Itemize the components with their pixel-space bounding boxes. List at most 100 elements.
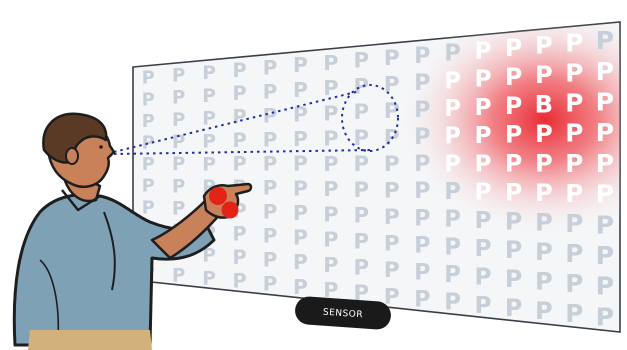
grid-letter: P [323, 127, 338, 151]
grid-letter: P [596, 26, 614, 55]
grid-letter: P [354, 254, 370, 279]
grid-letter: P [263, 129, 277, 152]
grid-letter: P [232, 270, 246, 293]
touch-dot-upper [209, 187, 227, 205]
grid-letter: P [596, 149, 614, 178]
grid-letter: P [263, 57, 277, 80]
grid-letter: P [384, 152, 400, 177]
grid-letter: P [384, 46, 400, 71]
grid-letter: P [535, 150, 553, 178]
grid-letter: P [444, 179, 461, 205]
grid-letter: P [232, 152, 246, 175]
grid-letter: P [172, 65, 185, 86]
grid-letter: P [293, 226, 308, 250]
grid-letter: P [354, 203, 370, 228]
grid-letter: P [293, 127, 308, 151]
grid-letter: P [384, 258, 400, 283]
grid-letter: P [384, 179, 400, 204]
grid-letter: P [323, 177, 338, 201]
grid-letter: P [475, 207, 492, 234]
grid-letter: P [505, 150, 522, 178]
grid-letter: P [384, 231, 400, 256]
grid-letter: P [414, 124, 430, 150]
grid-letter: P [535, 297, 553, 325]
grid-letter: P [293, 78, 308, 102]
grid-letter: P [565, 28, 583, 57]
grid-letter: P [444, 96, 461, 122]
grid-letter: P [505, 34, 522, 62]
grid-letter: P [263, 273, 277, 296]
grid-letter: P [142, 112, 155, 132]
grid-letter: P [505, 236, 522, 264]
grid-letter: P [142, 90, 155, 110]
grid-letter: P [202, 86, 216, 107]
grid-letter: P [293, 102, 308, 126]
grid-letter: P [172, 110, 185, 131]
grid-letter: P [505, 121, 522, 149]
grid-letter: P [596, 180, 614, 209]
grid-letter: P [414, 151, 430, 177]
grid-letter: P [535, 120, 553, 148]
grid-letter: P [596, 118, 614, 147]
grid-letter: P [444, 262, 461, 288]
grid-letter: P [414, 70, 430, 96]
grid-letter: P [565, 59, 583, 88]
grid-letter: P [384, 205, 400, 230]
grid-letter: P [263, 225, 277, 248]
grid-letter: P [263, 81, 277, 104]
target-letter: B [535, 91, 553, 119]
grid-letter: P [263, 105, 277, 128]
grid-letter: P [323, 152, 338, 176]
grid-letter: P [202, 63, 216, 84]
grid-letter: P [596, 241, 614, 270]
grid-letter: P [232, 82, 246, 105]
grid-letter: P [535, 268, 553, 296]
grid-letter: P [354, 99, 370, 124]
grid-letter: P [505, 63, 522, 91]
grid-letter: P [232, 129, 246, 152]
person-trousers [28, 330, 152, 350]
grid-letter: P [142, 134, 155, 154]
grid-letter: P [323, 51, 338, 75]
grid-letter: P [202, 132, 216, 153]
grid-letter: P [535, 179, 553, 207]
grid-letter: P [232, 59, 246, 82]
grid-letter: P [565, 299, 583, 328]
grid-letter: P [565, 239, 583, 268]
grid-letter: P [475, 292, 492, 319]
grid-letter: P [505, 207, 522, 235]
grid-letter: P [444, 124, 461, 150]
grid-letter: P [475, 122, 492, 149]
grid-letter: P [172, 176, 185, 197]
grid-letter: P [414, 205, 430, 231]
grid-letter: P [293, 53, 308, 77]
grid-letter: P [596, 88, 614, 117]
grid-letter: P [323, 228, 338, 252]
grid-letter: P [323, 253, 338, 277]
person-ear [66, 148, 78, 164]
grid-letter: P [414, 287, 430, 313]
grid-letter: P [202, 154, 216, 175]
grid-letter: P [202, 268, 216, 289]
grid-letter: P [475, 94, 492, 121]
grid-letter: P [263, 177, 277, 200]
grid-letter: P [354, 177, 370, 202]
grid-letter: P [475, 150, 492, 177]
grid-letter: P [505, 265, 522, 293]
grid-letter: P [384, 73, 400, 98]
grid-letter: P [232, 223, 246, 246]
grid-letter: P [444, 41, 461, 67]
grid-letter: P [565, 119, 583, 148]
grid-letter: P [444, 151, 461, 177]
grid-letter: P [142, 69, 155, 89]
grid-letter: P [323, 202, 338, 226]
grid-letter: P [565, 209, 583, 238]
grid-letter: P [475, 66, 492, 93]
grid-letter: P [142, 177, 155, 197]
touch-dot-lower [222, 202, 239, 219]
grid-letter: P [475, 179, 492, 206]
grid-letter: P [172, 154, 185, 175]
grid-letter: P [596, 57, 614, 86]
grid-letter: P [475, 37, 492, 64]
